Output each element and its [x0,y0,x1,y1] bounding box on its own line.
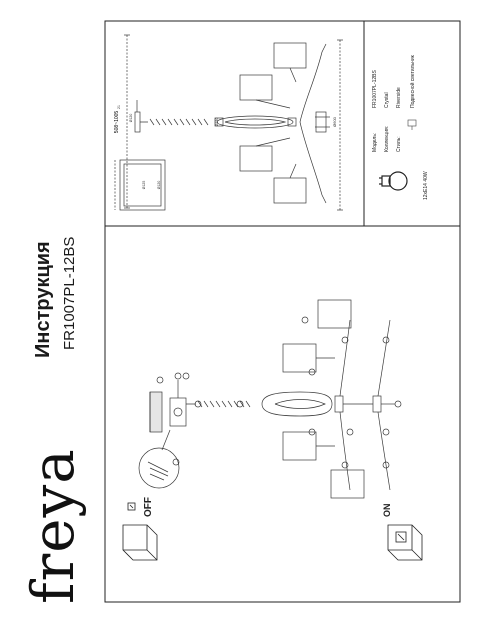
page-frame [104,20,461,603]
assembly-drawing [138,299,402,499]
model-code: FR1007PL-12BS [61,236,78,350]
svg-text:Коллекция:: Коллекция: [384,126,390,152]
shade-1 [273,42,307,69]
document-title: Инструкция [32,241,54,358]
assembly-shade-3 [317,299,352,329]
shade-3 [239,145,273,172]
on-label: ON [382,504,392,518]
dim-canopy-dia: Ø120 [129,114,133,123]
crystal-body [216,115,294,129]
shade-4 [273,177,307,204]
svg-text:Модель:: Модель: [372,133,378,152]
switch-on-box [387,524,423,561]
wire-detail [138,447,180,489]
canopy-assembly [169,397,187,427]
brand-logo: freya [19,448,87,604]
svg-text:FR1007PL-12BS: FR1007PL-12BS [372,70,378,108]
assembly-crystal [261,391,333,417]
off-label: OFF [143,497,154,517]
svg-text:Стиль:: Стиль: [396,136,402,152]
dim-total-height: Ø600 [332,116,337,127]
dim-top-width: 508~1005 [114,111,120,134]
arm-left [299,43,327,123]
spec-icons [407,119,417,130]
dim-canopy-side: Ø125 [142,181,146,190]
svg-text:Riverside: Riverside [396,87,402,108]
bulb-icon [379,171,408,191]
dim-bottom-width: Ø130 [215,118,219,127]
assembly-shade-4 [330,469,365,499]
switch-off-box [122,502,158,561]
dimension-drawing [114,34,343,211]
assembly-shade-1 [282,343,317,373]
chain [140,118,209,126]
canopy-side-view [119,159,166,211]
assembly-chain [186,400,251,408]
dim-canopy-height: 21 [117,105,121,109]
arm-right [299,121,327,204]
shade-2 [239,74,273,101]
lamp-spec: 12xE14 40W [423,171,429,200]
dim-canopy-small: Ø120 [157,181,161,190]
spec-table: Модель: FR1007PL-12BS Коллекция: Crystal… [372,54,416,152]
ceiling [149,391,163,433]
svg-text:Crystal: Crystal [384,92,390,108]
assembly-shade-2 [282,431,317,461]
canopy-top [134,111,141,133]
svg-text:Подвесной светильник: Подвесной светильник [409,54,416,108]
